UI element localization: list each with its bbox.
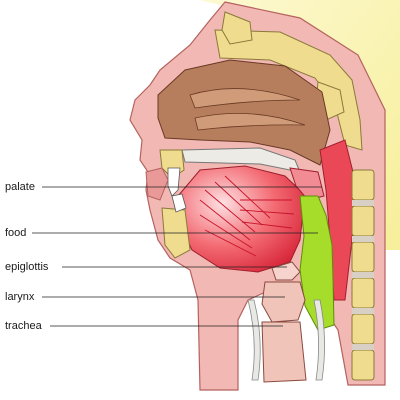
skull-bone — [214, 29, 363, 151]
lips — [145, 167, 169, 201]
pharynx-wall — [319, 139, 356, 301]
tongue — [177, 165, 306, 273]
larynx — [261, 281, 306, 323]
larynx-label: larynx — [5, 291, 35, 303]
tracheal-cartilage — [247, 299, 325, 381]
epiglottis — [271, 261, 301, 281]
nasal-cavity — [157, 59, 331, 166]
lower-tooth — [171, 193, 187, 213]
intervertebral-discs — [352, 200, 374, 350]
palate-label: palate — [5, 181, 35, 193]
upper-tooth — [167, 167, 181, 197]
food-label: food — [5, 227, 27, 239]
frontal-bone — [221, 11, 253, 45]
tongue-muscle-fibers — [199, 175, 295, 257]
food-bolus — [299, 195, 335, 331]
epiglottis-label: epiglottis — [5, 261, 49, 273]
leader-lines — [32, 186, 322, 327]
nasal-turbinate — [194, 112, 306, 131]
trachea — [261, 321, 307, 383]
nasal-turbinate — [189, 88, 301, 109]
trachea-label: trachea — [5, 320, 42, 332]
